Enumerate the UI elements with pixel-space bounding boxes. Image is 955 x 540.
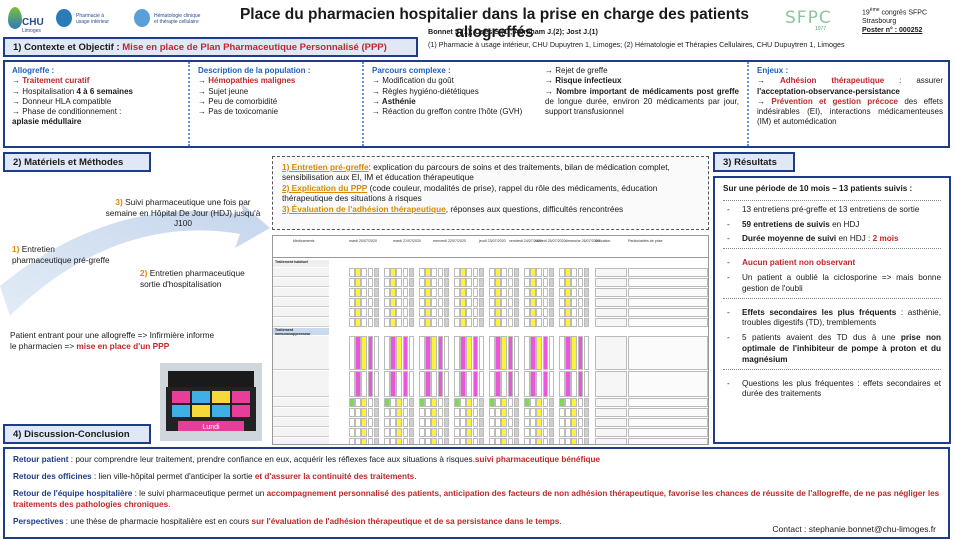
table-header-cell: jeudi 23/07/2020 — [479, 239, 506, 243]
table-header-cell: mardi 21/07/2020 — [393, 239, 421, 243]
step0-text: Patient entrant pour une allogreffe => I… — [10, 330, 215, 351]
result-item: Effets secondaires les plus fréquents : … — [723, 308, 941, 330]
sfpc-year: 1977 — [815, 26, 827, 32]
parcours-column: Parcours complexe : → Modification du go… — [372, 66, 523, 117]
table-header-cell: Particularités de prise — [628, 239, 663, 243]
table-header-cell: Médicaments — [293, 239, 315, 243]
table-header-cell: mercredi 22/07/2020 — [433, 239, 466, 243]
step1-text: 1) Entretien pharmaceutique pré-greffe — [12, 244, 110, 265]
allogreffe-column: Allogreffe : → Traitement curatif → Hosp… — [12, 66, 133, 127]
discussion-paragraph: Perspectives : une thèse de pharmacie ho… — [13, 516, 562, 526]
section2-title: 2) Matériels et Méthodes — [3, 152, 151, 172]
result-item: 59 entretiens de suivis en HDJ — [723, 220, 941, 231]
result-item: Un patient a oublié la ciclosporine => m… — [723, 273, 941, 295]
step2-text: 2) Entretien pharmaceutique sortie d'hos… — [140, 268, 245, 289]
section4-title: 4) Discussion-Conclusion — [3, 424, 151, 444]
result-item: Durée moyenne de suivi en HDJ : 2 mois — [723, 234, 941, 245]
discussion-paragraph: Retour patient : pour comprendre leur tr… — [13, 455, 601, 464]
ppp-table-header: Médicaments mardi 20/07/2020 mardi 21/07/2… — [273, 236, 708, 258]
pill-organizer-photo: Lundi — [160, 363, 262, 441]
table-header-cell: vendredi 24/07/2020 — [509, 239, 542, 243]
table-header-cell: Indication — [595, 239, 611, 243]
result-item: 13 entretiens pré-greffe et 13 entretien… — [723, 205, 941, 216]
section3-title: 3) Résultats — [713, 152, 795, 172]
table-header-cell: dimanche 26/07/2020 — [565, 239, 600, 243]
kit-label: Lundi — [202, 424, 220, 431]
table-header-cell: samedi 25/07/2020 — [535, 239, 566, 243]
process-arrow — [0, 202, 270, 316]
poster-number: Poster n° : 000252 — [862, 27, 923, 35]
context-box: Allogreffe : → Traitement curatif → Hosp… — [3, 60, 950, 148]
results-box: Sur une période de 10 mois – 13 patients… — [713, 176, 951, 444]
sfpc-logo: SFPC — [785, 8, 832, 28]
contact: Contact : stephanie.bonnet@chu-limoges.f… — [772, 523, 936, 534]
poster-title: Place du pharmacien hospitalier dans la … — [239, 6, 750, 41]
result-item: Questions les plus fréquentes : effets s… — [723, 379, 941, 401]
discussion-box: Retour patient : pour comprendre leur tr… — [3, 447, 950, 539]
result-item: 5 patients avaient des TD dus à une pris… — [723, 333, 941, 365]
affiliations: (1) Pharmacie à usage intérieur, CHU Dup… — [428, 40, 845, 49]
results-list: 13 entretiens pré-greffe et 13 entretien… — [723, 199, 941, 401]
step3-text: 3) Suivi pharmaceutique une fois par sem… — [105, 197, 261, 228]
congress-info: 19ème congrès SFPC Strasbourg Poster n° … — [862, 7, 927, 35]
authors: Bonnet S.(1); Oses S.(1); Abraham J.(2);… — [428, 27, 598, 36]
ppp-table-image: Médicaments mardi 20/07/2020 mardi 21/07/2… — [272, 235, 709, 445]
results-period: Sur une période de 10 mois – 13 patients… — [723, 184, 913, 193]
discussion-paragraph: Retour des officines : lien ville-hôpita… — [13, 472, 417, 481]
table-group-label: Traitement habituel — [273, 260, 329, 267]
discussion-paragraph: Retour de l'équipe hospitalière : le sui… — [13, 489, 940, 509]
parcours-column-2: → Rejet de greffe → Risque infectieux → … — [545, 66, 739, 117]
section1-title: 1) Contexte et Objectif : Mise en place … — [3, 37, 418, 57]
chu-logo: CHU Limoges — [8, 7, 48, 35]
protocol-box: 1) Entretien pré-greffe: explication du … — [272, 156, 709, 230]
enjeux-column: Enjeux : → Adhésion thérapeutique : assu… — [757, 66, 943, 127]
result-item: Aucun patient non observant — [723, 258, 941, 269]
table-group-label: Traitement immunosuppresseur — [273, 328, 329, 336]
population-column: Description de la population : → Hémopat… — [198, 66, 311, 117]
table-header-cell: mardi 20/07/2020 — [349, 239, 377, 243]
